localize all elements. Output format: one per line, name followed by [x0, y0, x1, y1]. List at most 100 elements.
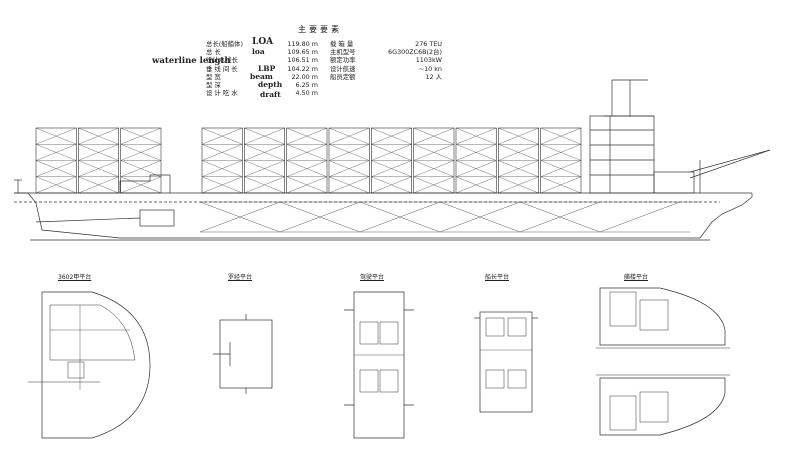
- forecastle-deck-plans: [596, 287, 730, 436]
- particular-english-label: depth: [258, 79, 283, 89]
- container-tier-bracing: [413, 144, 455, 161]
- container-tier-bracing: [244, 144, 285, 161]
- waterline-length-label: waterline length: [152, 56, 231, 66]
- particular-row-crew: 船员定额 12 人: [330, 73, 442, 81]
- container-tier-bracing: [371, 144, 412, 161]
- container-tier-bracing: [244, 176, 285, 194]
- particular-label: 船员定额: [330, 72, 356, 81]
- container-tier-bracing: [413, 160, 455, 177]
- container-tier-bracing: [371, 127, 412, 145]
- container-tier-bracing: [455, 160, 497, 177]
- particular-row-beam: 型 宽 beam 22.00 m: [206, 71, 318, 81]
- particular-value: 276 TEU: [415, 40, 442, 48]
- particular-row-engine: 主机型号 6G300ZC6B(2台): [330, 48, 442, 56]
- particular-value: 104.22 m: [287, 64, 318, 73]
- particular-value: 6G300ZC6B(2台): [388, 48, 442, 57]
- container-tier-bracing: [286, 176, 328, 194]
- container-tier-bracing: [286, 127, 328, 145]
- particular-english-label: beam: [250, 71, 273, 81]
- container-tier-bracing: [35, 160, 77, 177]
- container-tier-bracing: [498, 127, 539, 145]
- container-tier-bracing: [540, 144, 582, 161]
- particular-value: 4.50 m: [295, 89, 319, 98]
- particular-label: 设计航速: [330, 64, 356, 73]
- container-tier-bracing: [244, 127, 285, 145]
- particular-label: 设计水线长: [206, 56, 238, 65]
- container-tier-bracing: [78, 176, 119, 194]
- container-tier-bracing: [244, 160, 285, 177]
- container-tier-bracing: [201, 144, 243, 161]
- particular-english-label: LOA: [252, 37, 274, 47]
- container-tier-bracing: [201, 176, 243, 194]
- particular-label: 载 箱 量: [330, 40, 354, 48]
- plan-title-deck: 3602甲平台: [58, 274, 92, 281]
- container-tier-bracing: [120, 176, 162, 194]
- particular-english-label: LBP: [258, 63, 276, 73]
- deck-plan-3602: [28, 291, 151, 439]
- particular-label: 额定功率: [330, 56, 356, 65]
- particular-value: 12 人: [425, 72, 442, 81]
- container-tier-bracing: [498, 176, 539, 194]
- container-tier-bracing: [120, 127, 162, 145]
- container-tier-bracing: [35, 127, 77, 145]
- particular-label: 型 深: [206, 80, 221, 89]
- tank-cross-bracing: [199, 201, 700, 233]
- container-tier-bracing: [498, 144, 539, 161]
- container-tier-bracing: [286, 144, 328, 161]
- container-tier-bracing: [540, 127, 582, 145]
- container-tier-bracing: [328, 127, 370, 145]
- particular-value: 109.65 m: [287, 48, 318, 57]
- particular-label: 主机型号: [330, 48, 356, 57]
- container-tier-bracing: [455, 144, 497, 161]
- container-tier-bracing: [328, 160, 370, 177]
- container-tier-bracing: [413, 127, 455, 145]
- particular-label: 设 计 吃 水: [206, 89, 238, 98]
- container-tier-bracing: [540, 176, 582, 194]
- plan-title-compass: 罗经平台: [228, 274, 253, 281]
- plan-title-captain: 船长平台: [485, 274, 510, 281]
- container-tier-bracing: [120, 160, 162, 177]
- container-bays: [35, 127, 582, 194]
- container-tier-bracing: [201, 160, 243, 177]
- container-tier-bracing: [371, 160, 412, 177]
- machinery-particulars-table: 载 箱 量 276 TEU 主机型号 6G300ZC6B(2台) 额定功率 1103k…: [330, 40, 442, 81]
- container-tier-bracing: [78, 127, 119, 145]
- particular-label: 垂 线 间 长: [206, 64, 238, 73]
- particular-row-speed: 设计航速 ~10 kn: [330, 65, 442, 73]
- particular-value: 106.51 m: [287, 56, 318, 65]
- container-tier-bracing: [371, 176, 412, 194]
- container-tier-bracing: [35, 176, 77, 194]
- captain-deck-plan: [474, 311, 538, 413]
- container-tier-bracing: [35, 144, 77, 161]
- particular-value: 6.25 m: [295, 80, 319, 89]
- particular-label: 型 宽: [206, 72, 221, 81]
- particular-value: 22.00 m: [291, 72, 318, 81]
- container-tier-bracing: [286, 160, 328, 177]
- container-tier-bracing: [455, 176, 497, 194]
- container-tier-bracing: [78, 160, 119, 177]
- container-tier-bracing: [328, 144, 370, 161]
- particular-label: 总长(船艏体): [206, 40, 243, 48]
- particular-row-lbp: 垂 线 间 长 LBP 104.22 m: [206, 63, 318, 73]
- bridge-deck-plan: [344, 291, 414, 439]
- hull-outline: [14, 192, 753, 239]
- plan-title-bridge: 驾驶平台: [360, 274, 385, 281]
- particular-value: 119.80 m: [287, 40, 318, 48]
- aft-deckhouse: [119, 174, 171, 193]
- container-tier-bracing: [120, 144, 162, 161]
- ship-profile-elevation: [14, 79, 771, 241]
- particular-row-depth: 型 深 depth 6.25 m: [206, 79, 319, 89]
- container-tier-bracing: [328, 176, 370, 194]
- particular-row-power: 额定功率 1103kW: [330, 56, 442, 64]
- aft-mast: [14, 179, 22, 193]
- container-tier-bracing: [201, 127, 243, 145]
- particular-value: ~10 kn: [418, 64, 442, 73]
- particular-value: 1103kW: [415, 56, 442, 65]
- particular-row-teu: 载 箱 量 276 TEU: [330, 40, 442, 48]
- container-tier-bracing: [540, 160, 582, 177]
